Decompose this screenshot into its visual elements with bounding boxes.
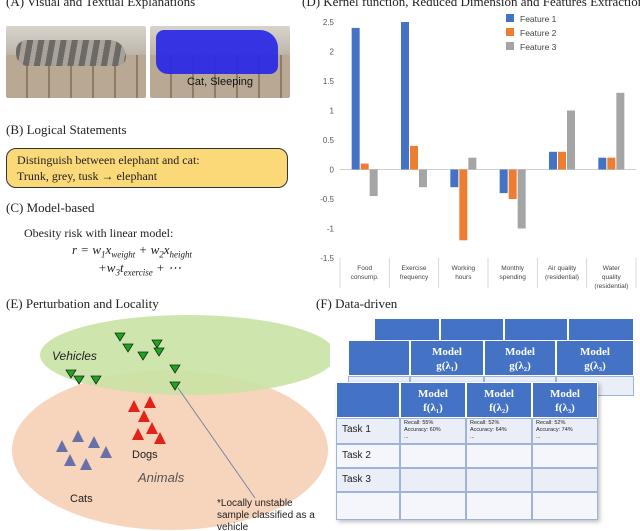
y-tick-label: -0.5	[320, 195, 334, 204]
equation-line-2: +w3texercise + ⋯	[98, 260, 182, 278]
x-tick-label: spending	[499, 274, 526, 281]
x-tick-label: Working	[451, 265, 475, 272]
bar-feature-3	[419, 169, 427, 188]
panel-a-title: (A) Visual and Textual Explanations	[6, 0, 196, 9]
panel-e-title: (E) Perturbation and Locality	[6, 296, 159, 311]
y-tick-label: 2.5	[323, 18, 335, 27]
bar-feature-2	[607, 157, 616, 170]
note-line-3: vehicle	[217, 522, 249, 531]
legend-label: Feature 1	[520, 14, 557, 24]
bar-feature-2	[360, 163, 369, 170]
y-tick-label: 0.5	[323, 136, 335, 145]
logic-line-2: Trunk, grey, tusk → elephant	[17, 169, 158, 183]
dog-markers	[128, 396, 166, 444]
x-tick-label: frequency	[400, 274, 429, 281]
bar-feature-1	[549, 151, 557, 170]
animals-label: Animals	[137, 470, 185, 485]
note-line-2: sample classified as a	[217, 510, 315, 521]
cat-markers	[56, 430, 112, 470]
panel-b-title: (B) Logical Statements	[6, 122, 127, 137]
legend-swatch	[506, 28, 514, 36]
y-tick-label: 1	[330, 107, 335, 116]
vehicle-markers	[65, 332, 181, 391]
panel-c-title: (C) Model-based	[6, 200, 95, 215]
x-tick-label: Food	[357, 265, 372, 272]
x-tick-label: Exercise	[402, 265, 427, 272]
locality-diagram: Vehicles Animals Dogs Cats *Locally unst…	[12, 315, 330, 531]
panel-f-title: (F) Data-driven	[316, 296, 398, 311]
logic-statement-box: Distinguish between elephant and cat: Tr…	[6, 148, 288, 188]
bar-feature-2	[410, 145, 418, 170]
table-row	[336, 418, 400, 444]
x-tick-label: consump.	[351, 274, 379, 281]
y-tick-label: -1	[327, 225, 335, 234]
legend-label: Feature 3	[520, 42, 557, 52]
y-tick-label: 2	[330, 48, 335, 57]
cat-image	[16, 40, 126, 66]
legend-label: Feature 2	[520, 28, 557, 38]
logic-line-1: Distinguish between elephant and cat:	[17, 153, 200, 167]
bar-feature-1	[351, 27, 360, 170]
task1-model3-metrics: Recall: 52%Accuracy: 74%...	[536, 420, 573, 440]
y-tick-label: -1.5	[320, 254, 334, 263]
table-row	[336, 444, 400, 468]
bar-feature-3	[369, 169, 378, 197]
legend-swatch	[506, 14, 514, 22]
x-tick-label: (residential)	[545, 274, 579, 281]
bar-feature-1	[450, 169, 459, 188]
mask-label: Cat, Sleeping	[186, 76, 254, 88]
cat-photo	[6, 26, 146, 98]
bar-feature-3	[468, 157, 477, 170]
bar-feature-2	[558, 151, 566, 170]
y-tick-label: 1.5	[323, 77, 335, 86]
equation-line-1: r = w1xweight + w2xheight	[72, 242, 193, 260]
task1-model2-metrics: Recall: 52%Accuracy: 64%...	[470, 420, 507, 440]
bar-feature-2	[459, 169, 468, 241]
task-1-label: Task 1	[342, 424, 371, 435]
legend-swatch	[506, 42, 514, 50]
bar-feature-2	[508, 169, 517, 199]
x-tick-label: hours	[455, 274, 472, 281]
vehicles-region	[40, 315, 330, 395]
cats-label: Cats	[70, 493, 93, 505]
task1-model1-metrics: Recall: 55%Accuracy: 60%...	[404, 420, 441, 440]
table-sheet-back	[374, 318, 634, 342]
bar-feature-3	[517, 169, 526, 229]
bar-feature-1	[499, 169, 508, 194]
bar-feature-3	[616, 92, 625, 170]
x-tick-label: quality	[602, 274, 622, 281]
dogs-label: Dogs	[132, 449, 158, 461]
x-tick-label: Air quality	[548, 265, 577, 272]
model-intro: Obesity risk with linear model:	[24, 226, 174, 240]
note-line-1: *Locally unstable	[217, 498, 293, 509]
note-pointer-line	[177, 387, 256, 499]
y-tick-label: 0	[330, 166, 335, 175]
task-3-label: Task 3	[342, 474, 371, 485]
vehicles-label: Vehicles	[52, 349, 97, 363]
saliency-mask	[156, 30, 278, 74]
panel-d-title: (D) Kernel function, Reduced Dimension a…	[302, 0, 640, 9]
x-tick-label: (residential)	[594, 283, 628, 290]
table-row	[336, 468, 400, 492]
x-tick-label: Monthly	[501, 265, 525, 272]
bar-feature-1	[401, 22, 409, 170]
bar-feature-1	[598, 157, 607, 170]
bar-feature-3	[567, 110, 575, 170]
cat-explanation-photo: Cat, Sleeping	[150, 26, 290, 98]
task-2-label: Task 2	[342, 450, 371, 461]
x-tick-label: Water	[603, 265, 621, 272]
